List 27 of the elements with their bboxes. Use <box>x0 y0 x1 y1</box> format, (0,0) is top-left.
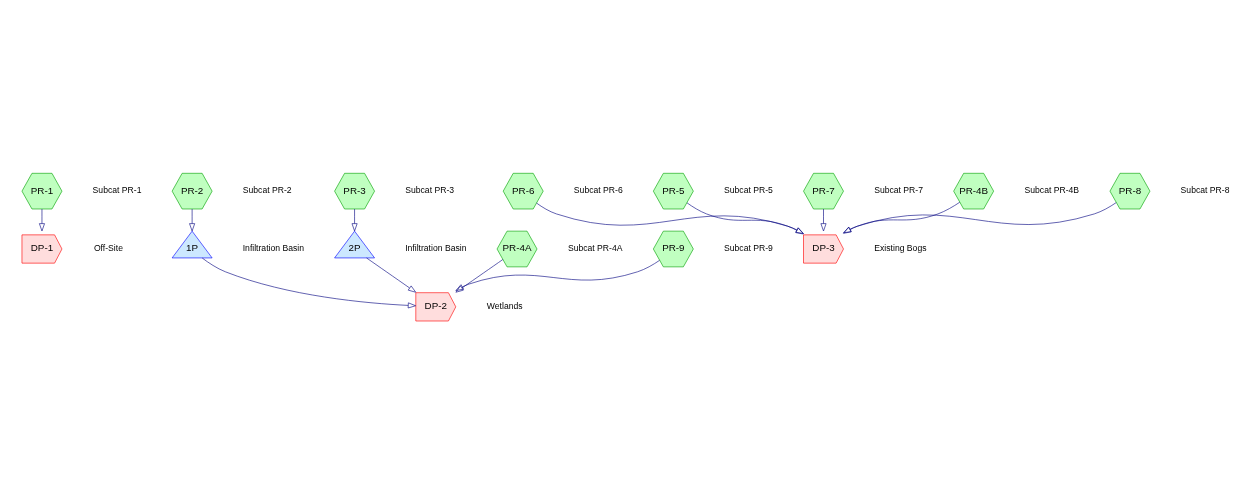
arrow <box>843 201 961 234</box>
arrow <box>455 259 660 291</box>
arrow <box>455 258 504 293</box>
node-label: Infiltration Basin <box>405 242 467 253</box>
arrow <box>536 202 804 234</box>
node-label: Subcat PR-2 <box>242 184 292 195</box>
node-label: Subcat PR-1 <box>92 184 142 195</box>
node-label: Infiltration Basin <box>242 242 304 253</box>
arrow <box>686 202 804 234</box>
node-label: Subcat PR-8 <box>1180 184 1230 195</box>
node-label: Subcat PR-3 <box>405 184 455 195</box>
node-label: Subcat PR-6 <box>573 184 623 195</box>
arrow <box>366 257 417 293</box>
arrow <box>351 208 358 231</box>
arrow <box>189 208 195 231</box>
arrow <box>843 201 1117 233</box>
node-label: Existing Bogs <box>874 242 927 253</box>
arrow <box>201 257 416 308</box>
node-label: Subcat PR-7 <box>874 184 923 195</box>
node-label: Subcat PR-4A <box>567 242 623 253</box>
node-label: Subcat PR-4B <box>1024 184 1080 195</box>
arrow <box>820 208 827 231</box>
node-label: Wetlands <box>486 300 523 311</box>
node-label: Subcat PR-5 <box>724 184 773 195</box>
node-label: Off-Site <box>93 242 123 253</box>
arrow <box>39 208 45 231</box>
node-label: Subcat PR-9 <box>724 242 773 253</box>
